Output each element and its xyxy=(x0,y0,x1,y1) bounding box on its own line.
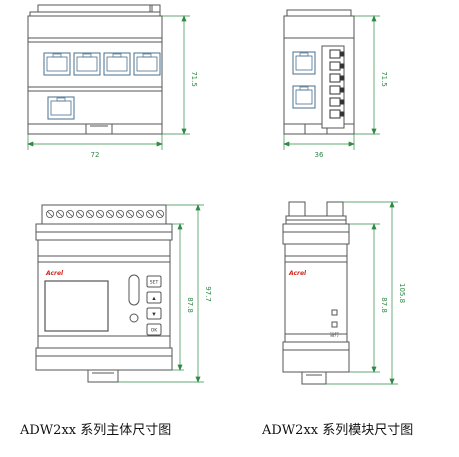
button-ok: OK xyxy=(151,328,159,334)
module-top-view xyxy=(283,9,355,135)
main-front-outer-dimension xyxy=(118,204,204,383)
main-front-view xyxy=(35,204,173,383)
button-up: ▲ xyxy=(152,297,156,302)
module-front-inner-height-label: 87.8 xyxy=(380,297,388,313)
main-top-height-label: 71.5 xyxy=(190,71,198,87)
main-top-height-dimension xyxy=(162,15,190,135)
module-front-outer-dimension xyxy=(326,201,398,385)
main-front-inner-height-label: 87.8 xyxy=(186,297,194,313)
module-top-width-label: 36 xyxy=(315,151,324,159)
main-top-width-label: 72 xyxy=(91,151,100,159)
module-front-logo: Acrel xyxy=(288,270,307,277)
main-front-outer-height-label: 97.7 xyxy=(204,286,212,302)
module-top-height-dimension xyxy=(354,15,380,135)
module-front-view xyxy=(282,201,350,385)
module-front-inner-dimension xyxy=(349,223,380,373)
main-top-width-dimension xyxy=(27,134,163,150)
main-caption: ADW2xx 系列主体尺寸图 xyxy=(20,423,172,438)
button-set: SET xyxy=(150,280,159,286)
module-front-outer-height-label: 105.8 xyxy=(398,283,406,303)
module-indicator-label: 运行 xyxy=(330,331,339,338)
main-top-view xyxy=(27,4,163,135)
module-top-width-dimension xyxy=(283,134,355,150)
main-front-inner-dimension xyxy=(172,223,184,371)
button-down: ▼ xyxy=(152,313,156,318)
main-front-buttons xyxy=(146,275,162,336)
main-front-logo: Acrel xyxy=(45,270,64,277)
module-caption: ADW2xx 系列模块尺寸图 xyxy=(262,423,414,438)
module-top-height-label: 71.5 xyxy=(380,71,388,87)
